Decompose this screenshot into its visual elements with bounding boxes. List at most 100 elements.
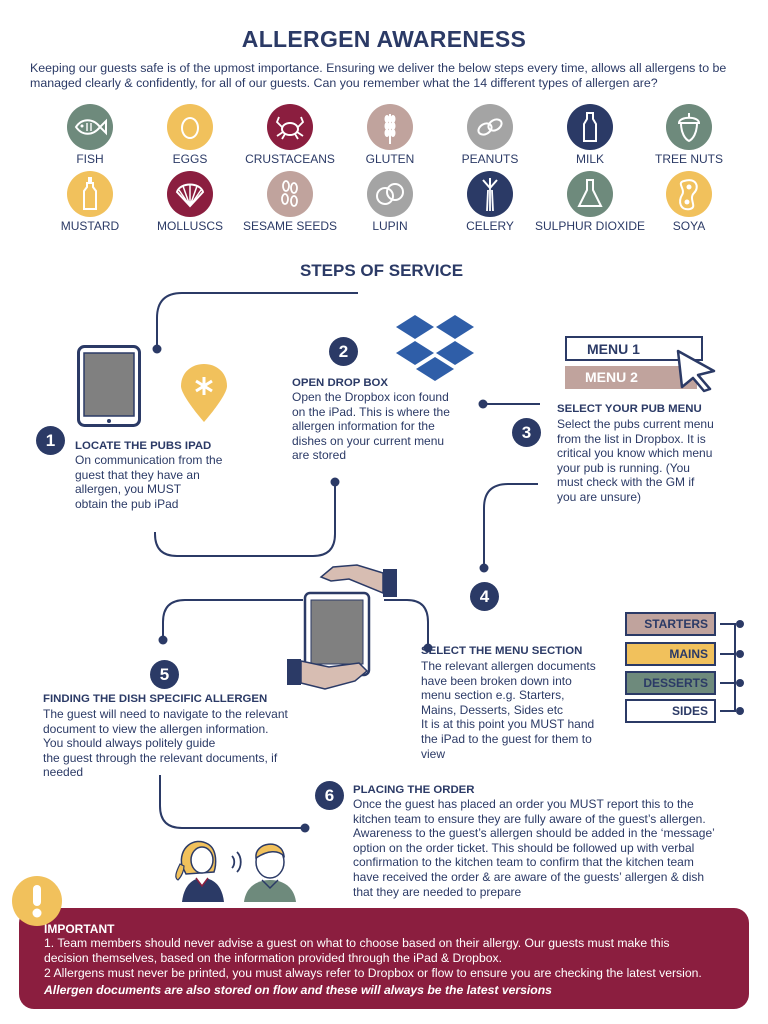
text-line: must check with the GM if: [557, 475, 695, 490]
allergen-label: MILK: [575, 152, 604, 166]
steps-title: STEPS OF SERVICE: [299, 261, 464, 280]
important-panel: IMPORTANT 1. Team members should never a…: [19, 908, 749, 1009]
peanut-icon: [467, 104, 513, 150]
text-line: are stored: [292, 448, 347, 463]
allergen-molluscs: MOLLUSCS: [130, 171, 250, 233]
step-6-text: Once the guest has placed an order you M…: [353, 797, 715, 899]
text-line: critical you know which menu: [557, 446, 713, 461]
allergen-label: MUSTARD: [60, 219, 120, 233]
allergen-gluten: GLUTEN: [330, 104, 450, 166]
allergen-lupin: LUPIN: [330, 171, 450, 233]
location-pin-icon: [179, 362, 229, 429]
text-line: Mains, Desserts, Sides etc: [421, 702, 564, 717]
allergen-label: SULPHUR DIOXIDE: [534, 219, 646, 233]
text-line: allergen information for the: [292, 419, 435, 434]
text-line: have received the order & are aware of t…: [353, 869, 705, 884]
step-1-text: On communication from the guest that the…: [75, 453, 222, 511]
allergen-label: PEANUTS: [461, 152, 519, 166]
text-line: view: [421, 746, 446, 761]
text-line: Once the guest has placed an order you M…: [353, 797, 694, 811]
dropbox-icon: [394, 313, 476, 390]
text-line: that they are needed to prepare: [353, 884, 522, 899]
step-2-heading: OPEN DROP BOX: [292, 377, 388, 389]
lupin-icon: [367, 171, 413, 217]
allergen-label: SESAME SEEDS: [242, 219, 338, 233]
allergen-eggs: EGGS: [130, 104, 250, 166]
allergen-label: LUPIN: [372, 219, 408, 233]
step-6-heading: PLACING THE ORDER: [353, 784, 475, 796]
step-3-heading: SELECT YOUR PUB MENU: [557, 403, 702, 415]
cursor-arrow-icon: [676, 349, 718, 398]
milk-bottle-icon: [567, 104, 613, 150]
menu-2-option: MENU 2: [565, 366, 697, 389]
step-5-heading: FINDING THE DISH SPECIFIC ALLERGEN: [43, 693, 268, 705]
soya-icon: [666, 171, 712, 217]
allergen-peanuts: PEANUTS: [430, 104, 550, 166]
acorn-icon: [666, 104, 712, 150]
text-line: guest that they have an: [75, 467, 200, 482]
allergen-label: TREE NUTS: [654, 152, 723, 166]
egg-icon: [167, 104, 213, 150]
mustard-bottle-icon: [67, 171, 113, 217]
step-4-text: The relevant allergen documents have bee…: [421, 659, 596, 761]
page-title: ALLERGEN AWARENESS: [241, 26, 527, 52]
important-line-3: 2 Allergens must never be printed, you m…: [44, 966, 702, 980]
text-line: kitchen team to ensure they are fully aw…: [353, 811, 706, 826]
text-line: the guest through the relevant documents…: [43, 750, 278, 765]
step-1-heading: LOCATE THE PUBS IPAD: [75, 440, 212, 452]
step-6-badge: 6: [315, 781, 344, 810]
text-line: allergen, you MUST: [75, 482, 182, 497]
text-line: on the iPad. This is where the: [292, 404, 450, 419]
text-line: have been broken down into: [421, 673, 572, 688]
allergen-milk: MILK: [530, 104, 650, 166]
allergen-crustaceans: CRUSTACEANS: [230, 104, 350, 166]
text-line: document to view the allergen informatio…: [43, 721, 269, 736]
text-line: you are unsure): [557, 489, 642, 504]
allergen-label: GLUTEN: [365, 152, 415, 166]
allergen-label: MOLLUSCS: [156, 219, 224, 233]
allergen-label: CELERY: [466, 219, 514, 233]
important-title: IMPORTANT: [44, 922, 115, 936]
text-line: dishes on your current menu: [292, 433, 445, 448]
step-4-badge: 4: [470, 582, 499, 611]
intro-text: Keeping our guests safe is of the upmost…: [30, 61, 727, 90]
important-line-2: decision themselves, based on the inform…: [44, 951, 502, 965]
step-4-heading: SELECT THE MENU SECTION: [421, 645, 583, 657]
step-2-text: Open the Dropbox icon found on the iPad.…: [292, 390, 450, 463]
warning-icon: [12, 876, 62, 926]
celery-icon: [467, 171, 513, 217]
text-line: The relevant allergen documents: [421, 659, 596, 673]
section-starters: STARTERS: [625, 612, 716, 636]
text-line: your pub is running. (You: [557, 460, 690, 475]
important-line-1: 1. Team members should never advise a gu…: [44, 936, 670, 950]
crab-icon: [267, 104, 313, 150]
allergen-fish: FISH: [30, 104, 150, 166]
people-talking-icon: [172, 836, 304, 909]
text-line: Select the pubs current menu: [557, 417, 714, 431]
step-3-text: Select the pubs current menu from the li…: [557, 417, 714, 505]
section-mains: MAINS: [625, 642, 716, 666]
wheat-icon: [367, 104, 413, 150]
section-desserts: DESSERTS: [625, 671, 716, 695]
text-line: Open the Dropbox icon found: [292, 390, 449, 404]
allergen-soya: SOYA: [629, 171, 749, 233]
text-line: obtain the pub iPad: [75, 496, 179, 511]
step-5-badge: 5: [150, 660, 179, 689]
section-sides: SIDES: [625, 699, 716, 723]
allergen-label: EGGS: [172, 152, 208, 166]
step-2-badge: 2: [329, 337, 358, 366]
text-line: Awareness to the guest’s allergen should…: [353, 826, 715, 841]
step-1-badge: 1: [36, 426, 65, 455]
allergen-label: SOYA: [672, 219, 706, 233]
fish-icon: [67, 104, 113, 150]
important-line-4: Allergen documents are also stored on fl…: [44, 983, 552, 997]
text-line: It is at this point you MUST hand: [421, 717, 595, 732]
shell-icon: [167, 171, 213, 217]
step-3-badge: 3: [512, 418, 541, 447]
text-line: You should always politely guide: [43, 736, 216, 751]
allergen-celery: CELERY: [430, 171, 550, 233]
ipad-icon: [77, 345, 141, 432]
text-line: The guest will need to navigate to the r…: [43, 707, 288, 721]
hand-over-ipad-icon: [285, 563, 401, 698]
text-line: menu section e.g. Starters,: [421, 688, 565, 703]
